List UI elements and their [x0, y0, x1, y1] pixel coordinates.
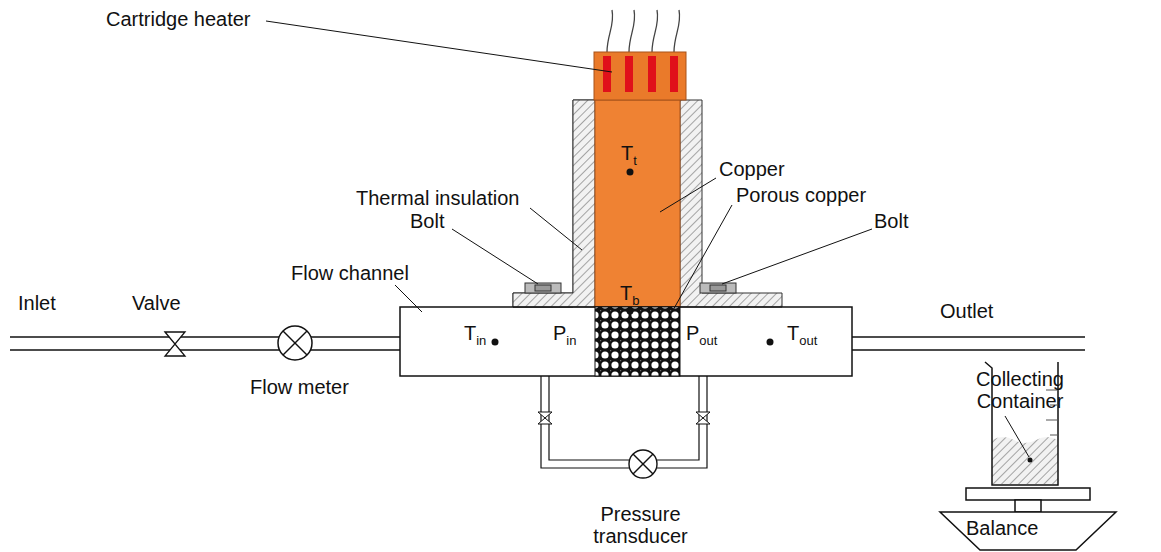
part-label: Flow meter — [250, 376, 349, 398]
heater-wires — [607, 10, 680, 52]
copper-column — [595, 100, 680, 307]
leader-lines — [266, 21, 1029, 457]
porous-copper — [595, 307, 680, 376]
pressure-label: Pin — [553, 322, 576, 347]
part-label: Bolt — [874, 210, 908, 232]
port-label: Inlet — [18, 292, 56, 314]
sensor-label: Tin — [464, 322, 486, 347]
part-label: Cartridge heater — [106, 8, 251, 30]
part-label: Pressure transducer — [591, 503, 690, 547]
sensor-dots — [492, 169, 774, 346]
part-label: Collecting Container — [974, 368, 1066, 412]
cartridge-heater — [603, 56, 678, 92]
part-label: Flow channel — [291, 262, 409, 284]
part-label: Balance — [966, 517, 1038, 539]
flow-channel — [400, 307, 852, 376]
sensor-label: Tout — [787, 322, 817, 347]
balance-symbol — [940, 488, 1116, 550]
pressure-lines — [541, 376, 707, 468]
part-label: Bolt — [410, 210, 444, 232]
pressure-transducer-symbol — [629, 450, 657, 478]
valve-symbol — [165, 332, 185, 356]
heater-block — [594, 52, 686, 100]
part-label: Valve — [132, 292, 181, 314]
part-label: Thermal insulation — [356, 187, 519, 209]
flow-meter-symbol — [278, 326, 312, 360]
part-label: Copper — [719, 158, 785, 180]
sensor-label: Tb — [620, 282, 639, 307]
pressure-label: Pout — [686, 322, 717, 347]
small-valves — [538, 412, 710, 424]
part-label: Porous copper — [736, 184, 866, 206]
sensor-label: Tt — [621, 142, 637, 167]
port-label: Outlet — [940, 300, 993, 322]
